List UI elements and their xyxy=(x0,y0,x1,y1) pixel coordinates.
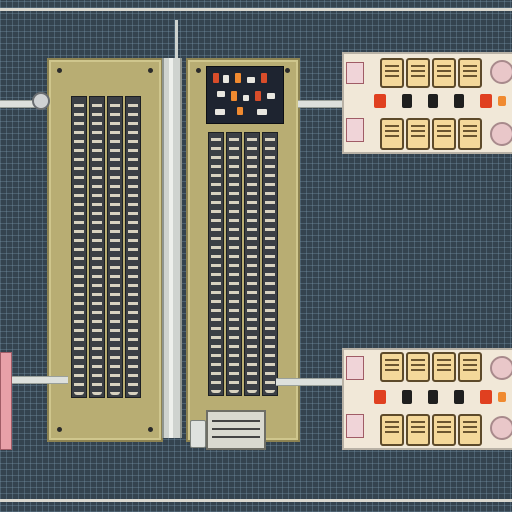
component-white xyxy=(257,109,267,115)
center-rail xyxy=(162,58,182,438)
contact-column xyxy=(125,96,141,398)
board-hole xyxy=(285,68,290,73)
module-key xyxy=(380,58,404,88)
component-red xyxy=(255,91,261,101)
module-round-button xyxy=(490,416,512,440)
rail-wire xyxy=(175,20,178,60)
module-pad xyxy=(346,118,364,142)
component-red xyxy=(213,73,219,83)
module-key xyxy=(432,58,456,88)
left-wire-top xyxy=(0,100,40,108)
led-red xyxy=(374,94,386,108)
component-white xyxy=(267,93,275,99)
contact-column xyxy=(226,132,242,396)
module-pad xyxy=(346,414,364,438)
led-red xyxy=(374,390,386,404)
module-key xyxy=(458,414,482,446)
led-red xyxy=(480,390,492,404)
module-key xyxy=(432,352,456,382)
board-hole xyxy=(196,68,201,73)
left-wire-bottom xyxy=(0,376,68,384)
left-board xyxy=(47,58,163,442)
contact-column xyxy=(262,132,278,396)
led-orange xyxy=(498,392,506,402)
module-key xyxy=(380,118,404,150)
right-wire-top xyxy=(298,100,344,108)
contact-column xyxy=(107,96,123,398)
led-black xyxy=(402,390,412,404)
module-key xyxy=(406,58,430,88)
component-orange xyxy=(237,107,243,115)
led-black xyxy=(428,94,438,108)
module-key xyxy=(380,414,404,446)
led-black xyxy=(454,390,464,404)
left-edge-pad xyxy=(0,352,12,450)
top-frame-line xyxy=(0,8,512,11)
module-key xyxy=(458,352,482,382)
board-hole xyxy=(57,427,62,432)
led-black xyxy=(454,94,464,108)
contact-column xyxy=(244,132,260,396)
module-key xyxy=(432,118,456,150)
component-red xyxy=(261,73,267,83)
contact-column xyxy=(208,132,224,396)
right-board xyxy=(186,58,300,442)
module-round-button xyxy=(490,356,512,380)
component-white xyxy=(217,91,225,97)
module-pad xyxy=(346,62,364,84)
contact-column xyxy=(89,96,105,398)
top-right-module xyxy=(342,52,512,154)
board-hole xyxy=(148,427,153,432)
module-round-button xyxy=(490,60,512,84)
component-orange xyxy=(231,91,237,101)
module-key xyxy=(458,118,482,150)
module-key xyxy=(432,414,456,446)
module-key xyxy=(406,352,430,382)
bottom-connector-chip xyxy=(206,410,266,450)
ic-component-cluster xyxy=(206,66,284,124)
led-black xyxy=(402,94,412,108)
component-white xyxy=(223,75,229,83)
component-orange xyxy=(235,73,241,83)
screw-icon xyxy=(32,92,50,110)
component-white xyxy=(247,77,255,83)
module-pad xyxy=(346,356,364,380)
component-white xyxy=(243,95,249,101)
module-key xyxy=(406,414,430,446)
board-hole xyxy=(148,68,153,73)
module-round-button xyxy=(490,122,512,146)
module-key xyxy=(458,58,482,88)
led-orange xyxy=(498,96,506,106)
led-red xyxy=(480,94,492,108)
bottom-frame-line xyxy=(0,499,512,502)
module-key xyxy=(380,352,404,382)
led-black xyxy=(428,390,438,404)
board-hole xyxy=(57,68,62,73)
component-white xyxy=(215,109,225,115)
right-wire-bottom xyxy=(276,378,344,386)
small-connector xyxy=(190,420,206,448)
contact-column xyxy=(71,96,87,398)
module-key xyxy=(406,118,430,150)
bottom-right-module xyxy=(342,348,512,450)
